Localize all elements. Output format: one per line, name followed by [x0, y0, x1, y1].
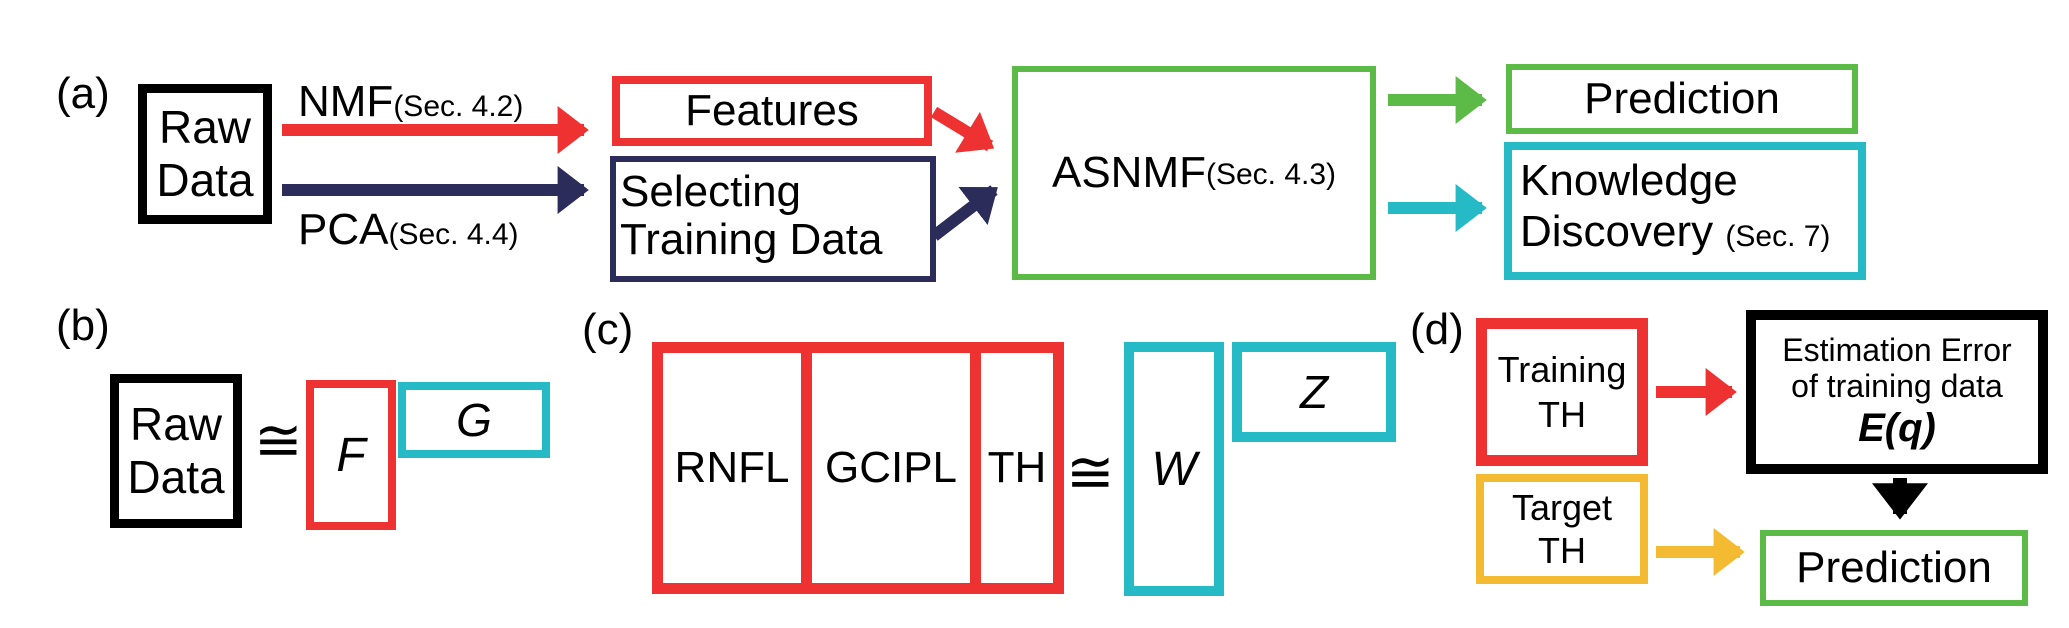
- raw-data-line2: Data: [156, 154, 254, 206]
- target-th-box: Target TH: [1476, 474, 1648, 584]
- prediction-box-a: Prediction: [1506, 64, 1858, 134]
- knowledge-line2: Discovery: [1520, 206, 1714, 256]
- pca-label: PCA(Sec. 4.4): [298, 208, 519, 252]
- error-line2: of training data: [1791, 367, 2003, 404]
- f-matrix-box: F: [306, 380, 396, 530]
- training-th-box: Training TH: [1476, 318, 1648, 466]
- raw-data-b-line2: Data: [127, 451, 225, 503]
- nmf-section-ref: (Sec. 4.2): [393, 90, 524, 123]
- z-matrix-box: Z: [1232, 342, 1396, 442]
- gcipl-box: GCIPL: [801, 342, 981, 594]
- asnmf-text: ASNMF: [1051, 148, 1206, 197]
- target-line2: TH: [1538, 530, 1586, 571]
- panel-label-b: (b): [56, 301, 110, 350]
- error-formula: E(q): [1858, 406, 1936, 451]
- selecting-line2: Training Data: [620, 214, 883, 264]
- error-line1: Estimation Error: [1782, 331, 2012, 368]
- raw-data-box-b: Raw Data: [110, 374, 242, 528]
- panel-label-a: (a): [56, 69, 110, 118]
- w-matrix-box: W: [1124, 342, 1224, 596]
- selecting-training-data-box: Selecting Training Data: [610, 156, 936, 282]
- prediction-box-d: Prediction: [1760, 530, 2028, 606]
- knowledge-discovery-box: Knowledge Discovery (Sec. 7): [1504, 142, 1866, 280]
- nmf-text: NMF: [298, 77, 394, 126]
- pca-text: PCA: [298, 205, 389, 254]
- raw-data-b-line1: Raw: [129, 398, 223, 451]
- target-line1: Target: [1511, 486, 1613, 528]
- pca-section-ref: (Sec. 4.4): [388, 218, 519, 251]
- selecting-line1: Selecting: [620, 167, 802, 216]
- raw-data-line1: Raw: [158, 101, 252, 154]
- features-box: Features: [612, 76, 932, 146]
- panel-label-c: (c): [582, 305, 634, 354]
- nmf-label: NMF(Sec. 4.2): [298, 80, 523, 124]
- approx-symbol-c: ≅: [1066, 440, 1115, 505]
- rnfl-box: RNFL: [652, 342, 812, 594]
- raw-data-box: Raw Data: [138, 84, 272, 224]
- knowledge-section-ref: (Sec. 7): [1725, 219, 1831, 253]
- knowledge-line1: Knowledge: [1520, 156, 1738, 205]
- asnmf-box: ASNMF(Sec. 4.3): [1012, 66, 1376, 280]
- panel-label-d: (d): [1410, 305, 1464, 354]
- features-to-asnmf-arrow: [930, 106, 995, 153]
- estimation-error-box: Estimation Error of training data E(q): [1746, 310, 2048, 474]
- training-line1: Training: [1497, 349, 1627, 390]
- asnmf-section-ref: (Sec. 4.3): [1205, 158, 1337, 191]
- selecting-to-asnmf-arrow: [930, 185, 998, 241]
- th-box: TH: [970, 342, 1064, 594]
- training-line2: TH: [1538, 394, 1586, 435]
- approx-symbol-b: ≅: [254, 408, 303, 473]
- g-matrix-box: G: [398, 382, 550, 458]
